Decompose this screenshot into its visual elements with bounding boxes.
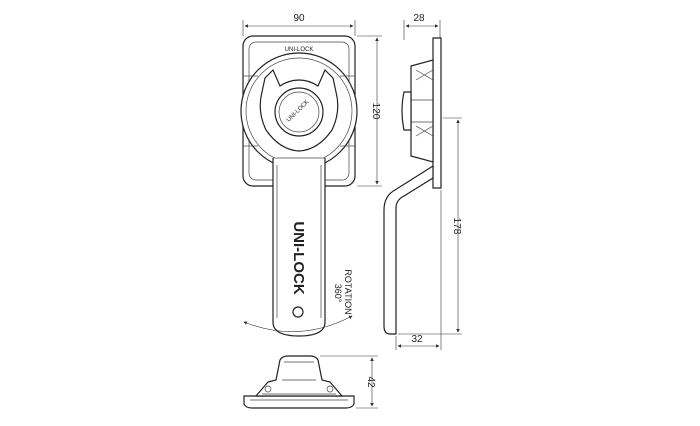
side-handle-depth-label: 32 <box>411 334 423 345</box>
front-width-label: 90 <box>293 13 305 24</box>
side-handle <box>383 164 434 335</box>
rotation-word-label: ROTATION <box>343 269 353 314</box>
plate-brand-label: UNI-LOCK <box>285 47 314 53</box>
center-bolt <box>274 87 324 137</box>
handle-brand-label: UNI-LOCK <box>290 221 307 294</box>
dimension-side-handle-depth: 32 <box>395 190 442 350</box>
side-cam-knob <box>401 91 412 131</box>
bottom-base <box>243 395 355 409</box>
side-depth-label: 28 <box>413 13 425 24</box>
dimension-front-height: 120 <box>357 35 382 187</box>
rotation-degrees-label: 360° <box>333 284 343 303</box>
dimension-bottom-height: 42 <box>320 355 378 409</box>
dimension-front-width: 90 <box>242 13 356 36</box>
side-lock-body <box>410 59 434 163</box>
bottom-height-label: 42 <box>365 376 376 388</box>
side-length-label: 178 <box>451 218 462 235</box>
side-flange <box>432 37 442 189</box>
handle-hole <box>292 306 304 318</box>
dimension-side-depth: 28 <box>403 13 441 40</box>
front-height-label: 120 <box>370 103 381 120</box>
side-view: 28 178 32 <box>383 13 462 350</box>
rotation-arrow <box>243 315 353 332</box>
front-view: 90 UNI-LOCK UNI-LOCK UNI-LOCK 360° ROTAT… <box>240 13 382 337</box>
bottom-body <box>254 355 344 397</box>
bottom-view: 42 <box>243 355 378 409</box>
dimension-side-length: 178 <box>398 117 462 335</box>
